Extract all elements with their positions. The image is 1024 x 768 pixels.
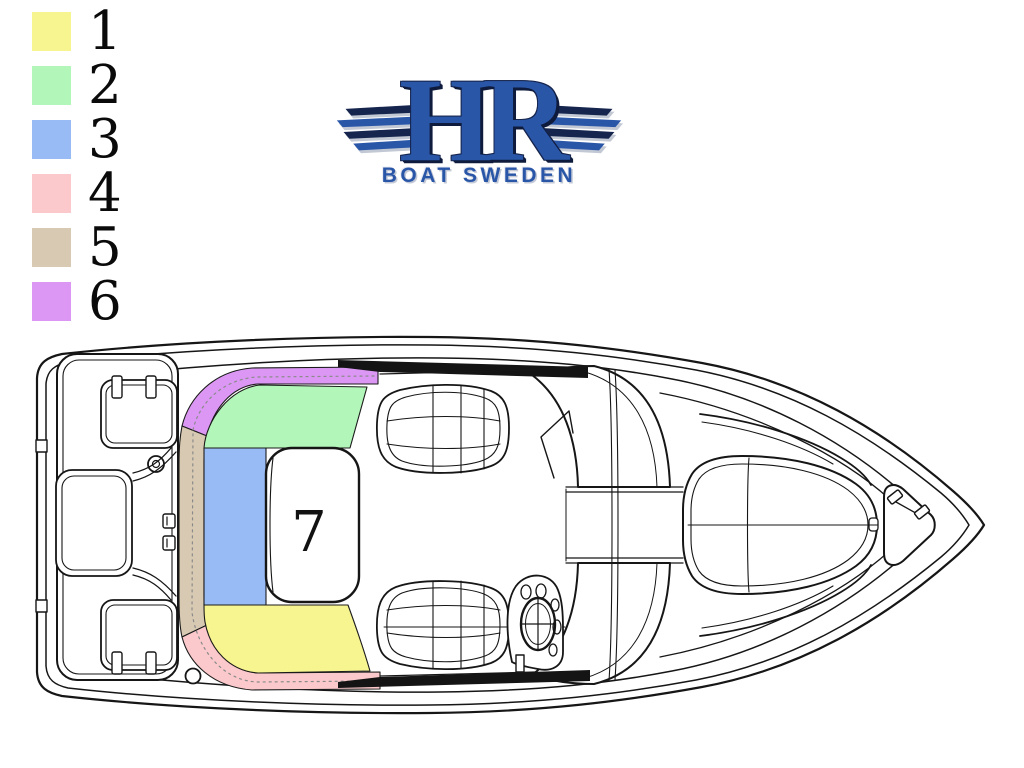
- gunwale-shadow: [338, 360, 590, 688]
- color-swatch-6: [32, 282, 71, 321]
- color-swatch-2: [32, 66, 71, 105]
- windshield-corner-glass: [540, 410, 574, 479]
- region-2-green: [203, 384, 368, 449]
- windshield-center-post: [608, 368, 619, 682]
- region-3-blue: [203, 447, 267, 606]
- legend-number-4: 4: [88, 163, 122, 224]
- legend-number-3: 3: [88, 109, 122, 170]
- windshield: [531, 365, 684, 685]
- helm-seat-port: [376, 383, 510, 474]
- engine-hatch: [55, 469, 133, 577]
- stern-cleat: [35, 439, 48, 453]
- legend-item-4: 4: [32, 163, 122, 224]
- color-legend: 1 2 3 4 5 6: [32, 1, 122, 336]
- legend-item-5: 5: [32, 217, 122, 278]
- deck-drain: [184, 667, 202, 685]
- legend-number-1: 1: [88, 1, 122, 62]
- helm-seat-starboard: [376, 580, 566, 671]
- gauge: [548, 643, 558, 657]
- boat-label-7: 7: [291, 500, 327, 565]
- anchor-locker-hatch: [883, 484, 936, 566]
- cockpit-seating-regions: [178, 366, 381, 691]
- gauge: [520, 584, 532, 600]
- transom-latch: [162, 513, 176, 529]
- helm-console: [506, 574, 564, 673]
- hr-boat-sweden-logo: HR BOAT SWEDEN: [318, 60, 640, 194]
- logo-right-wing-icon: [544, 104, 624, 154]
- legend-item-6: 6: [32, 271, 122, 332]
- legend-number-2: 2: [88, 55, 122, 116]
- legend-item-3: 3: [32, 109, 122, 170]
- gauge: [550, 598, 560, 612]
- walkthrough-lines: [565, 486, 684, 564]
- legend-item-2: 2: [32, 55, 122, 116]
- logo-subtitle: BOAT SWEDEN: [381, 164, 577, 187]
- bow-cleat: [913, 504, 931, 520]
- bow-cleat: [886, 489, 904, 505]
- logo-left-wing-icon: [336, 104, 414, 154]
- color-swatch-3: [32, 120, 71, 159]
- color-swatch-1: [32, 12, 71, 51]
- color-swatch-5: [32, 228, 71, 267]
- logo-wordmark: HR: [399, 53, 569, 186]
- upholstery-seam: [191, 375, 375, 683]
- fuel-filler-ring: [147, 455, 165, 473]
- center-engine-box: 7: [264, 446, 361, 604]
- region-1-yellow: [203, 604, 371, 674]
- transom-latch: [162, 535, 176, 551]
- legend-number-5: 5: [88, 217, 122, 278]
- legend-number-6: 6: [88, 271, 122, 332]
- color-swatch-4: [32, 174, 71, 213]
- legend-item-1: 1: [32, 1, 122, 62]
- gauge: [552, 619, 562, 635]
- bow-area: [682, 413, 936, 637]
- stern-cleat: [35, 599, 48, 613]
- gauge: [535, 583, 547, 599]
- stern-swim-platform: [35, 353, 179, 681]
- throttle-lever: [515, 654, 525, 673]
